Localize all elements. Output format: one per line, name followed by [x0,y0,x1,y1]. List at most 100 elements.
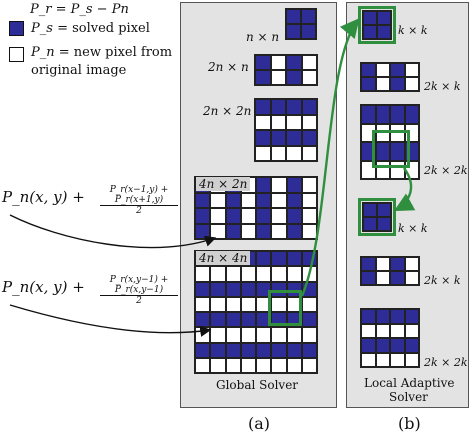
new-pixel [404,257,419,271]
global-solver-title: Global Solver [216,378,299,392]
new-pixel [301,55,317,70]
new-pixel [301,266,317,282]
solved-pixel [363,25,377,39]
new-pixel [361,160,376,179]
solved-pixel [225,208,241,224]
local-label-level-2: 2k × k [424,80,461,93]
new-pixel [301,296,317,312]
legend-solved-desc: = solved pixel [57,21,150,36]
new-pixel [375,271,390,285]
new-pixel [271,208,287,224]
new-pixel [195,296,211,312]
solved-pixel [390,63,405,77]
new-pixel [225,296,241,312]
new-pixel [375,77,390,91]
local-grid-level-6 [360,308,420,368]
legend-solved-swatch [9,21,24,36]
formula-vertical-denominator: 2 [136,296,142,306]
local-label-level-1: k × k [398,24,428,37]
new-pixel [286,145,302,161]
new-pixel [240,296,256,312]
new-pixel [271,357,287,373]
new-pixel [210,357,226,373]
new-pixel [210,266,226,282]
new-pixel [301,208,317,224]
solved-pixel [301,342,317,358]
solved-pixel [286,24,301,39]
new-pixel [286,266,302,282]
global-label-level-3: 2n × 2n [203,104,252,118]
global-label-level-1: n × n [246,30,280,44]
solved-pixel [210,342,226,358]
new-pixel [301,145,317,161]
new-pixel [286,114,302,130]
solved-pixel [286,99,302,115]
new-pixel [271,296,287,312]
solved-pixel [240,342,256,358]
formula-horizontal-prefix: P_n(x, y) + [2,188,85,206]
new-pixel [240,327,256,343]
solved-pixel [404,105,419,124]
solved-pixel [375,105,390,124]
local-grid-level-5 [360,256,420,286]
solved-pixel [270,130,286,146]
new-pixel [210,327,226,343]
solved-pixel [286,9,301,24]
solved-pixel [255,55,271,70]
local-solver-title-line1: Local Adaptive [364,376,455,390]
solved-pixel [195,342,211,358]
solved-pixel [377,25,391,39]
new-pixel [361,352,376,367]
solved-pixel [256,192,272,208]
solved-pixel [301,99,317,115]
solved-pixel [256,177,272,193]
global-grid-level-1 [285,8,317,40]
new-pixel [270,55,286,70]
solved-pixel [256,342,272,358]
solved-pixel [377,11,391,25]
solved-pixel [361,77,376,91]
new-pixel [240,208,256,224]
solved-pixel [286,251,302,267]
solved-pixel [363,11,377,25]
solved-pixel [390,77,405,91]
solved-pixel [195,312,211,328]
new-pixel [195,327,211,343]
solved-pixel [225,312,241,328]
solved-pixel [210,312,226,328]
new-pixel [375,352,390,367]
new-pixel [240,223,256,239]
new-pixel [404,77,419,91]
solved-pixel [301,9,316,24]
new-pixel [375,257,390,271]
local-highlight-lower [358,198,396,236]
solved-pixel [390,338,405,353]
solved-pixel [301,281,317,297]
solved-pixel [255,130,271,146]
new-pixel [240,357,256,373]
solved-pixel [240,281,256,297]
solved-pixel [375,309,390,324]
solved-pixel [301,130,317,146]
new-pixel [404,271,419,285]
solved-pixel [361,105,376,124]
solved-pixel [301,24,316,39]
new-pixel [301,114,317,130]
new-pixel [271,327,287,343]
solved-pixel [377,217,391,231]
global-solver-caption: (a) [248,414,271,433]
local-grid-level-4 [362,202,392,232]
new-pixel [270,114,286,130]
new-pixel [404,323,419,338]
local-highlight-top [358,6,396,44]
solved-pixel [286,223,302,239]
new-pixel [301,327,317,343]
solved-pixel [240,312,256,328]
local-solver-title-line2: Solver [389,390,428,404]
solved-pixel [256,208,272,224]
new-pixel [256,357,272,373]
new-pixel [240,266,256,282]
formula-horizontal-fraction: P_r(x−1,y) + P_r(x+1,y) 2 [100,185,178,216]
new-pixel [255,145,271,161]
formula-vertical-numerator: P_r(x,y−1) + P_r(x,y−1) [100,275,178,296]
